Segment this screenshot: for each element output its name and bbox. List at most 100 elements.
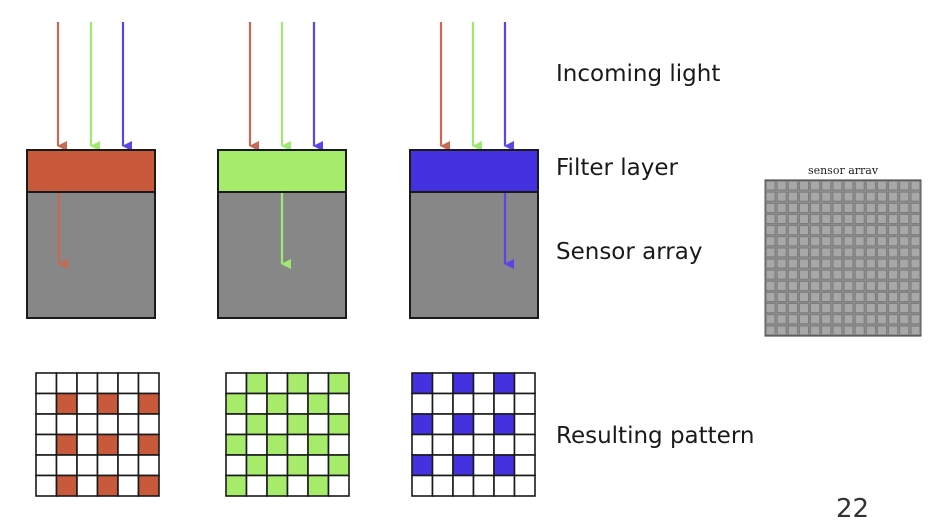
sensor-pixel	[788, 214, 798, 224]
sensor-pixel	[866, 203, 876, 213]
sensor-pixel	[765, 314, 776, 324]
pattern-cell	[35, 474, 58, 497]
sensor-pixel	[788, 270, 798, 280]
sensor-pixel	[899, 314, 909, 324]
sensor-pixel	[899, 258, 909, 269]
sensor-pixel	[777, 270, 787, 280]
sensor-pixel	[821, 314, 831, 324]
sensor-pixel	[832, 270, 843, 280]
pattern-cell	[76, 413, 99, 436]
sensor-pixel	[899, 281, 909, 291]
sensor-pixel	[777, 225, 787, 235]
sensor-pixel	[866, 303, 876, 313]
sensor-pixel	[843, 270, 854, 280]
sensor-pixel	[777, 247, 787, 258]
pattern-cell	[225, 392, 248, 415]
pattern-cell	[286, 392, 309, 415]
pattern-cell	[513, 413, 536, 436]
pattern-cell	[411, 392, 434, 415]
pattern-cell	[411, 454, 434, 477]
blue-filter-column	[409, 22, 539, 319]
sensor-pixel	[855, 192, 865, 202]
sensor-pixel	[888, 214, 898, 224]
pattern-cell	[35, 413, 58, 436]
sensor-pixel	[799, 203, 809, 213]
sensor-pixel	[899, 292, 909, 302]
sensor-pixel	[810, 281, 820, 291]
sensor-pixel	[777, 236, 787, 246]
sensor-pixel	[821, 203, 831, 213]
sensor-pixel	[877, 303, 887, 313]
filter-layer-label: Filter layer	[556, 155, 678, 181]
sensor-pixel	[877, 236, 887, 246]
sensor-pixel	[799, 214, 809, 224]
pattern-cell	[472, 392, 495, 415]
sensor-pixel	[843, 203, 854, 213]
sensor-pixel	[910, 325, 921, 336]
sensor-pixel	[799, 258, 809, 269]
sensor-pixel	[810, 314, 820, 324]
sensor-pixel	[877, 192, 887, 202]
sensor-pixel	[821, 236, 831, 246]
sensor-pixel	[788, 203, 798, 213]
pattern-cell	[225, 413, 248, 436]
sensor-pixel	[888, 247, 898, 258]
sensor-pixel	[810, 325, 820, 336]
pattern-cell	[117, 474, 140, 497]
sensor-pixel	[888, 225, 898, 235]
sensor-pixel	[866, 258, 876, 269]
sensor-pixel	[855, 225, 865, 235]
green-filter-layer	[217, 149, 347, 193]
sensor-pixel	[832, 303, 843, 313]
sensor-pixel	[810, 192, 820, 202]
pattern-cell	[76, 454, 99, 477]
pattern-cell	[76, 474, 99, 497]
sensor-pixel	[810, 214, 820, 224]
pattern-cell	[493, 433, 516, 456]
pattern-cell	[245, 413, 268, 436]
sensor-pixel	[855, 292, 865, 302]
sensor-pixel	[877, 247, 887, 258]
pattern-cell	[452, 413, 475, 436]
pattern-cell	[266, 454, 289, 477]
sensor-pixel	[899, 203, 909, 213]
pattern-cell	[472, 474, 495, 497]
sensor-pixel	[899, 270, 909, 280]
sensor-pixel	[765, 281, 776, 291]
sensor-pixel	[866, 325, 876, 336]
pattern-cell	[513, 454, 536, 477]
sensor-pixel	[855, 203, 865, 213]
sensor-pixel	[799, 303, 809, 313]
pattern-cell	[411, 433, 434, 456]
pattern-cell	[307, 433, 330, 456]
pattern-cell	[431, 433, 454, 456]
incoming-light-label: Incoming light	[556, 61, 721, 87]
sensor-pixel	[832, 281, 843, 291]
sensor-pixel	[910, 236, 921, 246]
sensor-pixel	[821, 180, 831, 191]
sensor-pixel	[899, 180, 909, 191]
sensor-pixel	[788, 281, 798, 291]
sensor-pixel	[799, 270, 809, 280]
sensor-pixel	[910, 258, 921, 269]
sensor-pixel	[910, 192, 921, 202]
sensor-pixel	[899, 225, 909, 235]
sensor-pixel	[855, 281, 865, 291]
blue-filter-layer	[409, 149, 539, 193]
sensor-pixel	[810, 270, 820, 280]
sensor-pixel	[832, 325, 843, 336]
pattern-cell	[431, 372, 454, 395]
resulting-patterns	[35, 372, 536, 497]
pattern-cell	[55, 474, 78, 497]
pattern-cell	[472, 413, 495, 436]
pattern-cell	[286, 372, 309, 395]
sensor-pixel	[866, 180, 876, 191]
pattern-cell	[96, 433, 119, 456]
pattern-cell	[431, 454, 454, 477]
sensor-pixel	[810, 292, 820, 302]
pattern-cell	[35, 454, 58, 477]
pattern-cell	[307, 474, 330, 497]
pattern-cell	[286, 433, 309, 456]
sensor-pixel	[799, 192, 809, 202]
sensor-pixel	[799, 292, 809, 302]
